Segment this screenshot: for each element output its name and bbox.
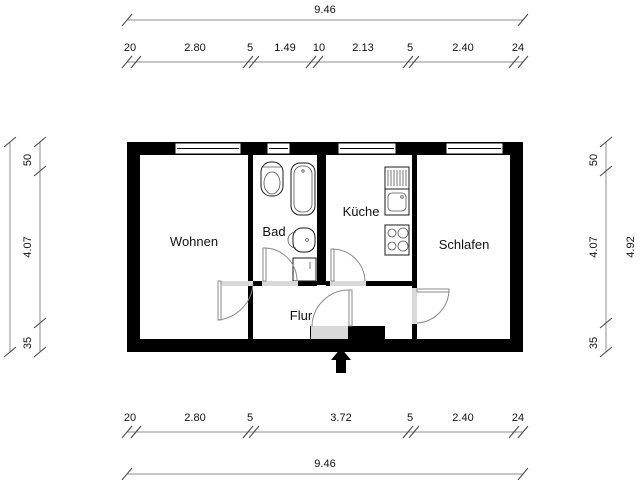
dimension-bottom-chain: 20 2.80 5 3.72 5 2.40 24 <box>121 412 529 439</box>
dimension-top-chain: 20 2.80 5 1.49 10 2.13 5 2.40 24 <box>121 42 529 69</box>
room-label-flur: Flur <box>290 308 313 323</box>
dim-right-overall-label: 4.92 <box>625 236 637 257</box>
dim-right-seg-2: 4.07 <box>588 236 600 257</box>
dimension-right-chain: 50 4.07 35 <box>588 136 613 358</box>
room-label-kueche: Küche <box>343 204 380 219</box>
dimension-left-chain: 50 4.07 35 <box>22 136 47 358</box>
dim-bottom-overall-label: 9.46 <box>314 458 335 470</box>
interior-wall-bad-kueche <box>317 155 326 285</box>
interior-wall-wohnen-bad <box>248 155 253 339</box>
window-kueche <box>337 142 397 155</box>
dimension-left-outer <box>3 136 17 358</box>
room-label-schlafen: Schlafen <box>439 237 490 252</box>
dimension-top-overall: 9.46 <box>121 4 529 27</box>
dim-top-seg-7: 5 <box>407 42 413 54</box>
dim-bottom-seg-1: 20 <box>124 412 136 424</box>
dim-bottom-seg-5: 5 <box>407 412 413 424</box>
dim-bottom-seg-7: 24 <box>512 412 524 424</box>
fixture-drying-rack <box>384 166 410 190</box>
dim-top-seg-4: 1.49 <box>274 42 295 54</box>
dim-right-seg-3: 35 <box>588 337 600 349</box>
window-wohnen <box>174 142 242 155</box>
door-wohnen[interactable] <box>217 280 254 321</box>
dim-right-seg-1: 50 <box>588 154 600 166</box>
dim-top-seg-6: 2.13 <box>352 42 373 54</box>
fixture-kitchen-sink <box>384 188 410 216</box>
dim-bottom-seg-6: 2.40 <box>452 412 473 424</box>
dim-left-seg-1: 50 <box>22 154 34 166</box>
fixture-washing-machine <box>292 257 317 282</box>
dim-top-seg-8: 2.40 <box>452 42 473 54</box>
door-schlafen[interactable] <box>412 288 450 324</box>
interior-wall-kueche-schlafen <box>412 155 417 339</box>
dim-bottom-seg-2: 2.80 <box>184 412 205 424</box>
room-label-bad: Bad <box>262 224 285 239</box>
fixture-toilet <box>260 161 284 197</box>
window-schlafen <box>445 142 504 155</box>
dim-top-seg-1: 20 <box>124 42 136 54</box>
dim-top-seg-3: 5 <box>247 42 253 54</box>
window-bad <box>266 142 291 155</box>
dim-left-seg-3: 35 <box>22 337 34 349</box>
room-label-wohnen: Wohnen <box>170 234 218 249</box>
door-entrance[interactable] <box>311 289 353 339</box>
dim-bottom-seg-4: 3.72 <box>330 412 351 424</box>
dimension-right-overall: 4.92 <box>625 236 637 257</box>
door-kueche[interactable] <box>330 248 366 286</box>
fixture-stove <box>384 224 410 256</box>
dim-left-seg-2: 4.07 <box>22 236 34 257</box>
door-bad[interactable] <box>262 247 298 286</box>
dim-top-overall-label: 9.46 <box>314 4 335 16</box>
dimension-bottom-overall: 9.46 <box>121 458 529 480</box>
dim-top-seg-2: 2.80 <box>184 42 205 54</box>
entrance-arrow-icon <box>331 348 351 373</box>
dim-top-seg-9: 24 <box>512 42 524 54</box>
dim-bottom-seg-3: 5 <box>247 412 253 424</box>
fixture-bathtub <box>290 162 316 216</box>
dim-top-seg-5: 10 <box>313 42 325 54</box>
fixture-washbasin <box>287 227 316 253</box>
